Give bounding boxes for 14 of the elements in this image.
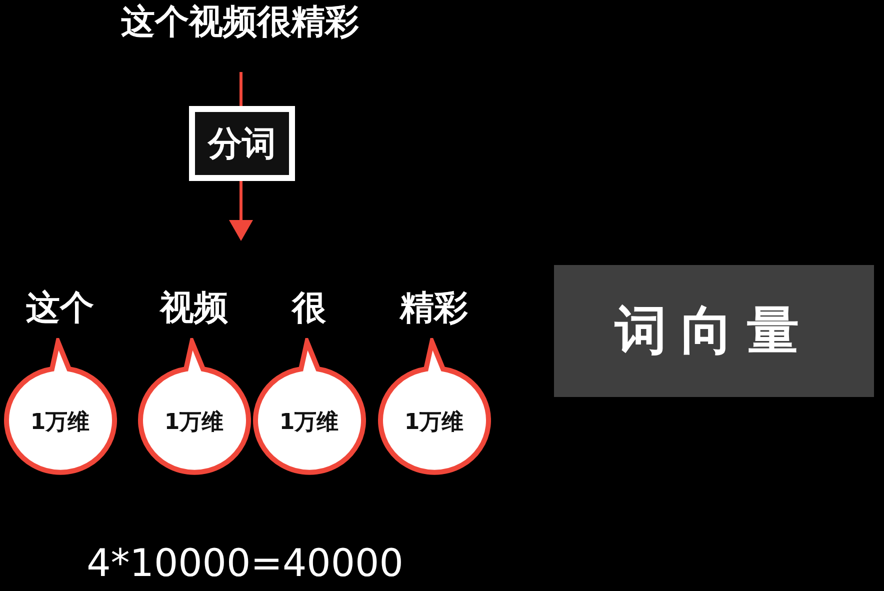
word-token: 精彩 bbox=[398, 288, 469, 328]
sentence-text: 这个视频很精彩 bbox=[80, 0, 400, 44]
arrow bbox=[229, 181, 253, 241]
formula-text: 4*10000=40000 bbox=[86, 540, 404, 586]
bubble-text: 1万维 bbox=[164, 409, 224, 437]
word-token: 视频 bbox=[158, 288, 229, 328]
title-box: 词向量 bbox=[554, 265, 874, 397]
bubble-text: 1万维 bbox=[404, 409, 464, 437]
word-token: 很 bbox=[290, 288, 327, 328]
word-token: 这个 bbox=[25, 288, 95, 328]
process-box: 分词 bbox=[189, 106, 295, 181]
bubble-text: 1万维 bbox=[279, 409, 339, 437]
connector-line bbox=[240, 72, 242, 106]
bubble-text: 1万维 bbox=[30, 409, 90, 437]
